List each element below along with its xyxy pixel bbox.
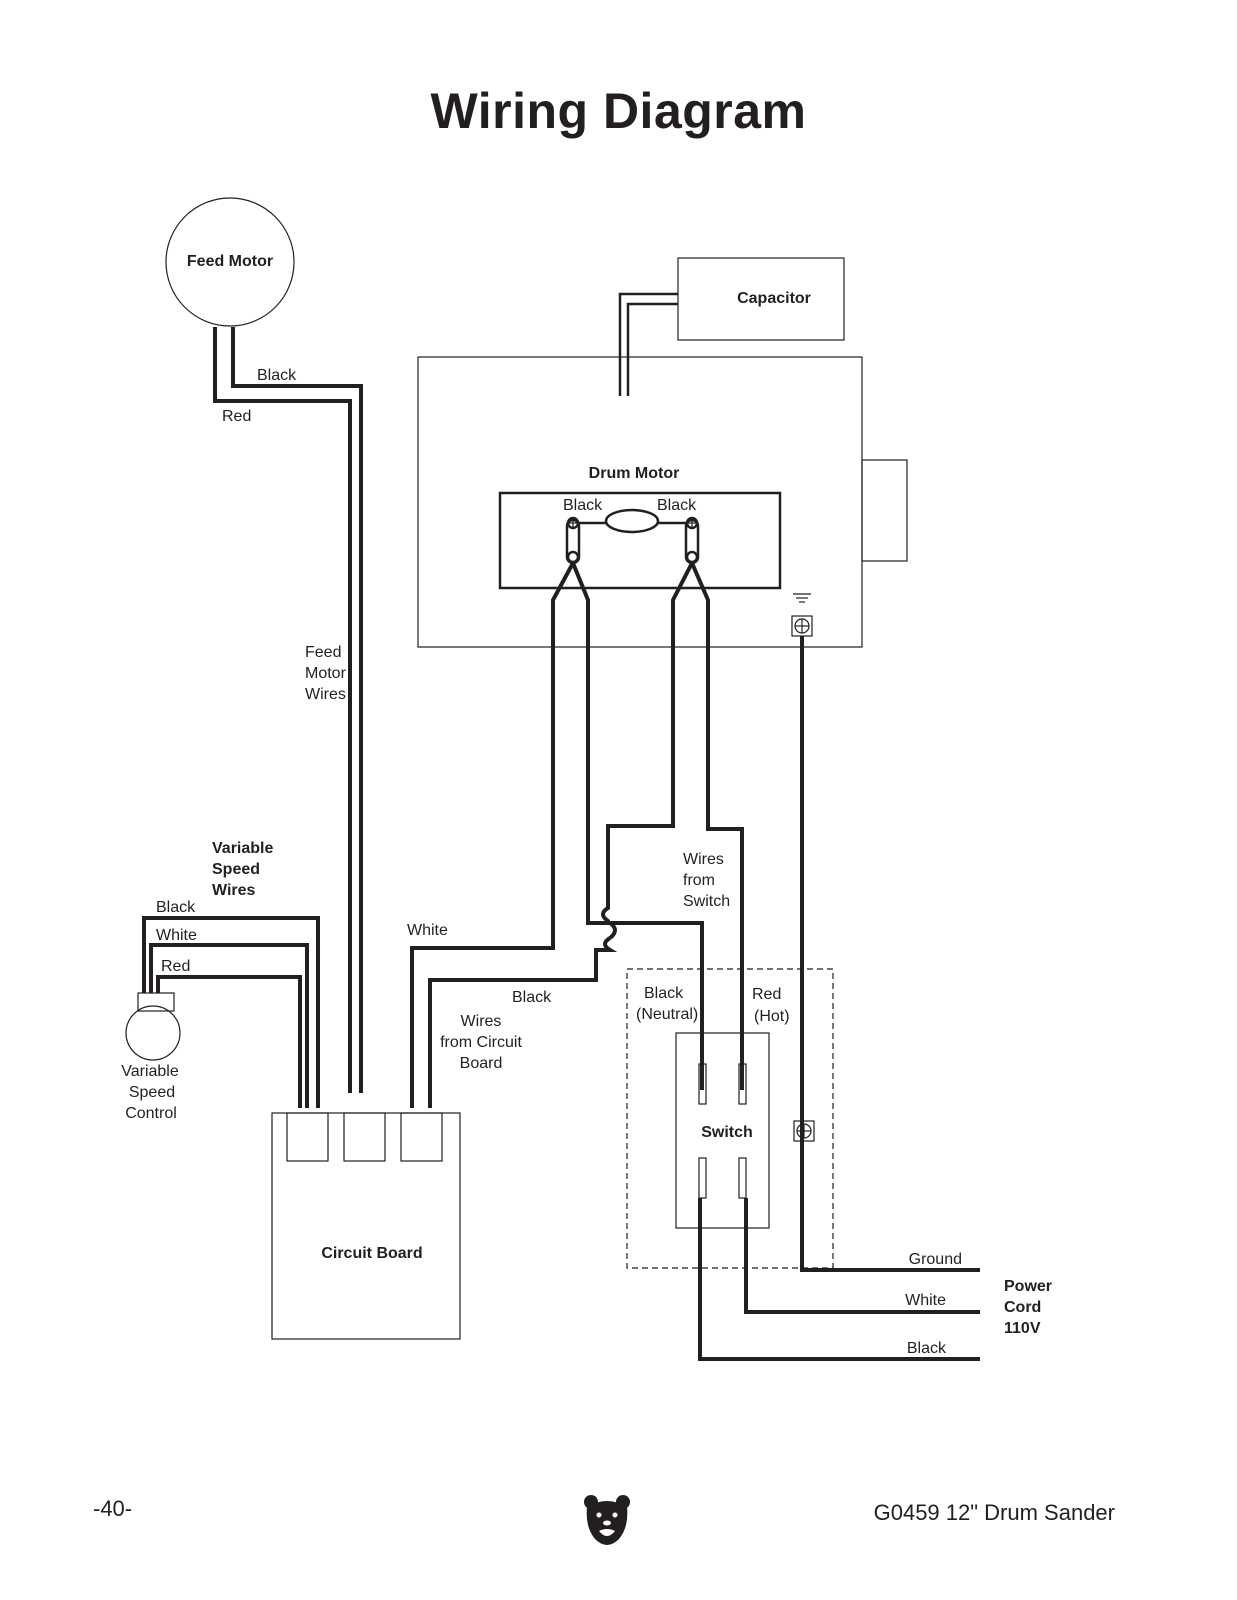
vs-red-label: Red bbox=[161, 958, 190, 975]
drum-motor-terminal-box bbox=[498, 491, 782, 590]
switch: Switch bbox=[675, 1032, 770, 1229]
switch-ground-terminal bbox=[793, 1120, 815, 1142]
drum-motor-label: Drum Motor bbox=[589, 465, 680, 482]
variable-speed-wires-label-3: Wires bbox=[212, 882, 256, 899]
vs-control-label-2: Speed bbox=[129, 1084, 175, 1101]
feed-motor-wires-label-3: Wires bbox=[305, 686, 346, 703]
switch-red-label: Red bbox=[752, 986, 781, 1003]
cord-white-wire bbox=[744, 1198, 980, 1314]
cord-black-label: Black bbox=[907, 1340, 947, 1357]
switch-hot-label: (Hot) bbox=[754, 1008, 790, 1025]
drum-wire-1 bbox=[410, 562, 575, 1108]
drum-wire-3 bbox=[601, 562, 704, 1090]
drum-wire-2b bbox=[428, 936, 618, 1108]
switch-label: Switch bbox=[701, 1124, 753, 1141]
cord-white-label: White bbox=[905, 1292, 946, 1309]
capacitor: Capacitor bbox=[677, 257, 845, 341]
drum-motor: Drum Motor Black Black bbox=[417, 356, 908, 648]
wires-from-cb-label-1: Wires bbox=[461, 1013, 502, 1030]
feed-motor-wires-label-2: Motor bbox=[305, 665, 347, 682]
feed-wire-black bbox=[231, 327, 363, 1093]
product-name: G0459 12" Drum Sander bbox=[873, 1500, 1115, 1525]
wires-from-cb-label-3: Board bbox=[460, 1055, 503, 1072]
feed-red-label: Red bbox=[222, 408, 251, 425]
circuit-board-label: Circuit Board bbox=[321, 1245, 422, 1262]
page-title: Wiring Diagram bbox=[430, 83, 807, 139]
cb-black-label: Black bbox=[512, 989, 552, 1006]
bear-head-logo bbox=[584, 1495, 630, 1545]
switch-neutral-label: (Neutral) bbox=[636, 1006, 698, 1023]
vs-wire-black bbox=[142, 916, 320, 1108]
drum-wire-2 bbox=[571, 562, 617, 940]
vs-wire-red bbox=[156, 975, 302, 1108]
wires-from-switch-label-2: from bbox=[683, 872, 715, 889]
circuit-board: Circuit Board bbox=[271, 1112, 461, 1340]
power-cord-label-1: Power bbox=[1004, 1278, 1052, 1295]
drum-wire-4 bbox=[690, 562, 744, 1090]
capacitor-wire-2 bbox=[626, 302, 678, 396]
variable-speed-wires-label-1: Variable bbox=[212, 840, 273, 857]
page-number: -40- bbox=[93, 1496, 133, 1521]
vs-wire-white bbox=[149, 943, 309, 1108]
switch-black-label: Black bbox=[644, 985, 684, 1002]
vs-control-label-1: Variable bbox=[121, 1063, 179, 1080]
variable-speed-control: Variable Speed Control bbox=[121, 992, 181, 1122]
feed-wire-red bbox=[213, 327, 352, 1093]
vs-control-label-3: Control bbox=[125, 1105, 177, 1122]
drum-black-right-label: Black bbox=[657, 497, 697, 514]
power-cord-label-3: 110V bbox=[1004, 1320, 1041, 1337]
feed-motor: Feed Motor bbox=[165, 197, 295, 327]
capacitor-wire-1 bbox=[618, 292, 678, 396]
vs-black-label: Black bbox=[156, 899, 196, 916]
vs-white-label: White bbox=[156, 927, 197, 944]
switch-enclosure bbox=[626, 968, 834, 1269]
capacitor-label: Capacitor bbox=[737, 290, 811, 307]
variable-speed-wires-label-2: Speed bbox=[212, 861, 260, 878]
power-cord-label-2: Cord bbox=[1004, 1299, 1041, 1316]
feed-black-label: Black bbox=[257, 367, 297, 384]
drum-black-left-label: Black bbox=[563, 497, 603, 514]
wires-from-switch-label-3: Switch bbox=[683, 893, 730, 910]
feed-motor-label: Feed Motor bbox=[187, 253, 273, 270]
feed-motor-wires-label-1: Feed bbox=[305, 644, 341, 661]
cord-ground-label: Ground bbox=[909, 1251, 962, 1268]
wires-from-cb-label-2: from Circuit bbox=[440, 1034, 522, 1051]
wires-from-switch-label-1: Wires bbox=[683, 851, 724, 868]
ground-wire bbox=[800, 636, 980, 1272]
cord-black-wire bbox=[698, 1198, 980, 1361]
cb-white-label: White bbox=[407, 922, 448, 939]
